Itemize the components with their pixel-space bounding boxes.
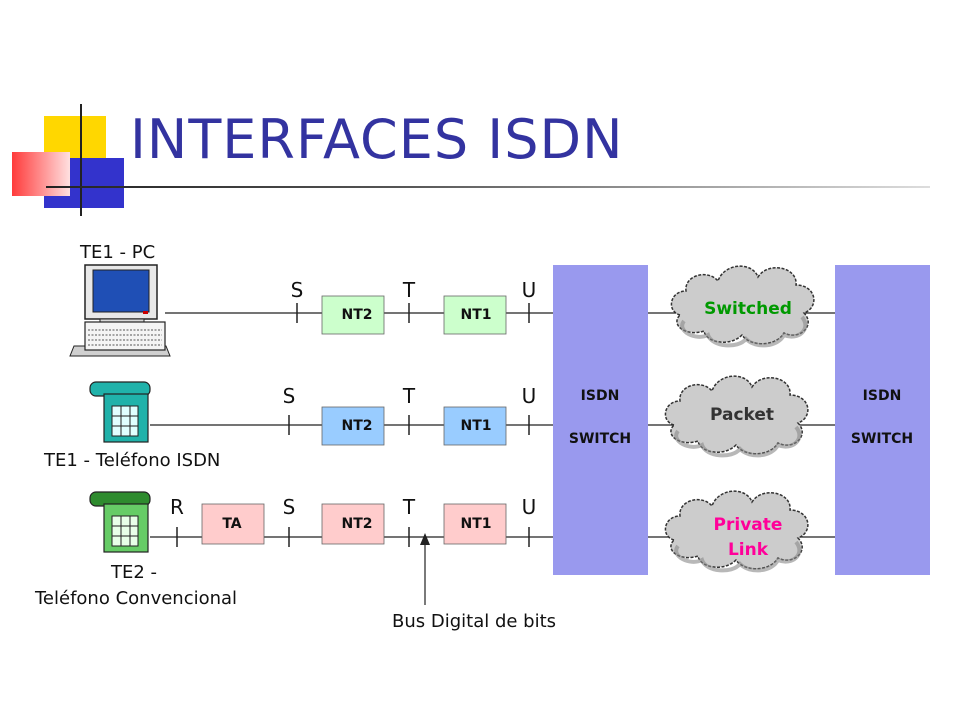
nt2-box-row2 [321,406,385,446]
label-te2-line2: Teléfono Convencional [35,588,238,609]
iface-t-row2: T [402,384,416,408]
title-decoration-red [12,152,70,196]
switch-right-label-1: ISDN [863,388,902,404]
switch-left-label-1: ISDN [581,388,620,404]
cloud-label-private-1: Private [714,515,783,535]
cloud-label-switched: Switched [704,299,792,319]
label-te2-line1: TE2 - [111,562,158,583]
iface-u-row3: U [522,495,537,519]
nt1-box-row2 [443,406,507,446]
iface-t-row3: T [402,495,416,519]
page-title: INTERFACES ISDN [130,108,624,171]
nt1-box-row3 [443,503,507,545]
nt2-label-row2: NT2 [341,418,372,434]
bus-arrow-head [420,533,430,545]
ta-label: TA [222,516,241,532]
isdn-switch-right [835,265,930,575]
conventional-phone-icon [89,491,151,553]
label-te1-isdn-phone: TE1 - Teléfono ISDN [44,450,221,471]
nt2-box-row3 [321,503,385,545]
switch-right-label-2: SWITCH [851,431,913,447]
iface-u-row1: U [522,278,537,302]
nt1-label-row2: NT1 [460,418,491,434]
switch-left-label-2: SWITCH [569,431,631,447]
cloud-label-packet: Packet [710,405,774,425]
nt2-box-row1 [321,295,385,335]
nt1-box-row1 [443,295,507,335]
nt2-label-row3: NT2 [341,516,372,532]
cloud-icon-private [664,490,809,573]
pc-icon [69,264,171,357]
nt1-label-row3: NT1 [460,516,491,532]
iface-r-row3: R [170,495,184,519]
nt1-label-row1: NT1 [460,307,491,323]
nt2-label-row1: NT2 [341,307,372,323]
cloud-label-private-2: Link [728,540,769,560]
iface-t-row1: T [402,278,416,302]
title-decoration-vertical-line [80,104,82,216]
isdn-switch-left [553,265,648,575]
ta-box [201,503,265,545]
isdn-phone-icon [89,381,151,443]
iface-s-row2: S [283,384,296,408]
cloud-icon-switched [670,265,815,348]
iface-s-row3: S [283,495,296,519]
iface-u-row2: U [522,384,537,408]
title-underline [46,186,930,188]
label-bus-digital: Bus Digital de bits [392,611,557,632]
iface-s-row1: S [291,278,304,302]
label-te1-pc: TE1 - PC [80,242,156,263]
cloud-icon-packet [664,375,809,458]
